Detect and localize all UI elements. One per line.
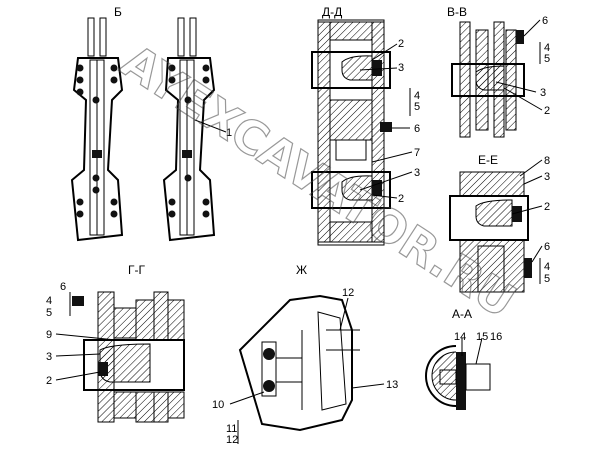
view-zh: Ж 12 13 10 11 12 <box>212 263 398 446</box>
view-gg-title: Г-Г <box>128 263 145 277</box>
callout-gg-5: 5 <box>46 307 52 319</box>
callout-aa-15: 15 <box>476 331 488 343</box>
callout-gg-4: 4 <box>46 295 52 307</box>
callout-gg-9: 9 <box>46 329 52 341</box>
view-vv-title: В-В <box>447 5 467 19</box>
callout-gg-3: 3 <box>46 351 52 363</box>
callout-dd-2a: 2 <box>398 38 404 50</box>
callout-zh-13: 13 <box>386 379 398 391</box>
view-aa: А-А 14 15 16 <box>425 307 502 410</box>
callout-dd-5: 5 <box>414 101 420 113</box>
view-zh-title: Ж <box>296 263 307 277</box>
callout-aa-14: 14 <box>454 331 466 343</box>
callout-dd-4: 4 <box>414 90 420 102</box>
callout-dd-3a: 3 <box>398 62 404 74</box>
callout-vv-2: 2 <box>544 105 550 117</box>
callout-zh-11: 11 <box>226 423 237 435</box>
view-gg: Г-Г 6 4 5 9 3 2 <box>46 263 185 423</box>
view-b-left-frame <box>70 17 124 242</box>
callout-zh-12b: 12 <box>226 434 238 446</box>
callout-ee-5: 5 <box>544 273 550 285</box>
view-dd-title: Д-Д <box>322 5 342 19</box>
view-aa-title: А-А <box>452 307 472 321</box>
callout-b-1: 1 <box>226 127 232 139</box>
view-b-title: Б <box>114 5 122 19</box>
callout-vv-5: 5 <box>544 53 550 65</box>
view-b: Б <box>70 5 232 242</box>
callout-dd-6: 6 <box>414 123 420 135</box>
callout-gg-2: 2 <box>46 375 52 387</box>
callout-zh-12a: 12 <box>342 287 354 299</box>
callout-zh-10: 10 <box>212 399 224 411</box>
callout-vv-4: 4 <box>544 42 550 54</box>
callout-vv-3: 3 <box>540 87 546 99</box>
view-vv: В-В 6 4 5 3 2 <box>447 5 550 138</box>
view-ee-title: Е-Е <box>478 153 498 167</box>
callout-ee-6: 6 <box>544 241 550 253</box>
callout-gg-6: 6 <box>60 281 66 293</box>
callout-dd-2b: 2 <box>398 193 404 205</box>
callout-dd-3b: 3 <box>414 167 420 179</box>
callout-dd-7: 7 <box>414 147 420 159</box>
callout-ee-3: 3 <box>544 171 550 183</box>
callout-ee-4: 4 <box>544 261 550 273</box>
view-dd: Д-Д 2 3 4 5 6 7 3 2 <box>311 5 420 246</box>
callout-vv-6: 6 <box>542 15 548 27</box>
view-ee: Е-Е 8 3 2 6 4 5 <box>449 153 550 293</box>
callout-ee-8: 8 <box>544 155 550 167</box>
view-b-right-frame <box>162 17 216 242</box>
callout-aa-16: 16 <box>490 331 502 343</box>
callout-ee-2: 2 <box>544 201 550 213</box>
